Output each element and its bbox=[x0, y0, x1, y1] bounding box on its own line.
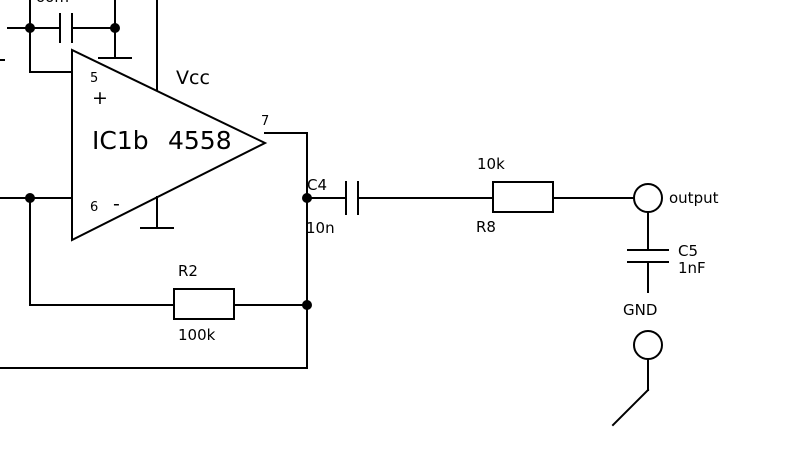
c4-designator: C4 bbox=[307, 176, 327, 194]
gnd-label: GND bbox=[623, 301, 657, 319]
r8-designator: R8 bbox=[476, 218, 496, 236]
feedback-network: R2 100k bbox=[0, 132, 312, 369]
junction-dot-top-right bbox=[110, 23, 120, 33]
vcc-label: Vcc bbox=[176, 67, 210, 89]
c5-ground-section: C5 1nF GND bbox=[611, 211, 706, 427]
top-left-capacitor-section: oom bbox=[0, 0, 158, 93]
pin-6-label: 6 bbox=[90, 200, 98, 215]
plus-sign: + bbox=[92, 87, 108, 109]
minus-sign: - bbox=[113, 193, 120, 215]
opamp-ic1b: IC1b 4558 Vcc 5 + 6 - 7 bbox=[71, 48, 269, 242]
r8-value: 10k bbox=[477, 155, 505, 173]
top-left-label-fragment: oom bbox=[36, 0, 69, 6]
opamp-designator: IC1b bbox=[92, 126, 149, 155]
pin-5-label: 5 bbox=[90, 71, 98, 86]
c5-value: 1nF bbox=[678, 259, 706, 277]
output-label: output bbox=[669, 189, 719, 207]
junction-dot-top-left bbox=[25, 23, 35, 33]
output-path: C4 10n 10k R8 output bbox=[306, 155, 719, 237]
resistor-r8 bbox=[492, 181, 554, 213]
junction-dot-feedback-right bbox=[302, 300, 312, 310]
output-terminal bbox=[633, 183, 663, 213]
wire-gnd-diagonal bbox=[611, 388, 650, 427]
r2-designator: R2 bbox=[178, 262, 198, 280]
pin-7-label: 7 bbox=[261, 114, 269, 129]
gnd-terminal bbox=[633, 330, 663, 360]
c4-value: 10n bbox=[306, 219, 335, 237]
r2-value: 100k bbox=[178, 326, 216, 344]
opamp-part-number: 4558 bbox=[168, 126, 232, 155]
resistor-r2 bbox=[173, 288, 235, 320]
c5-designator: C5 bbox=[678, 242, 698, 260]
opamp-triangle bbox=[71, 48, 268, 242]
junction-dot-inverting-input bbox=[25, 193, 35, 203]
